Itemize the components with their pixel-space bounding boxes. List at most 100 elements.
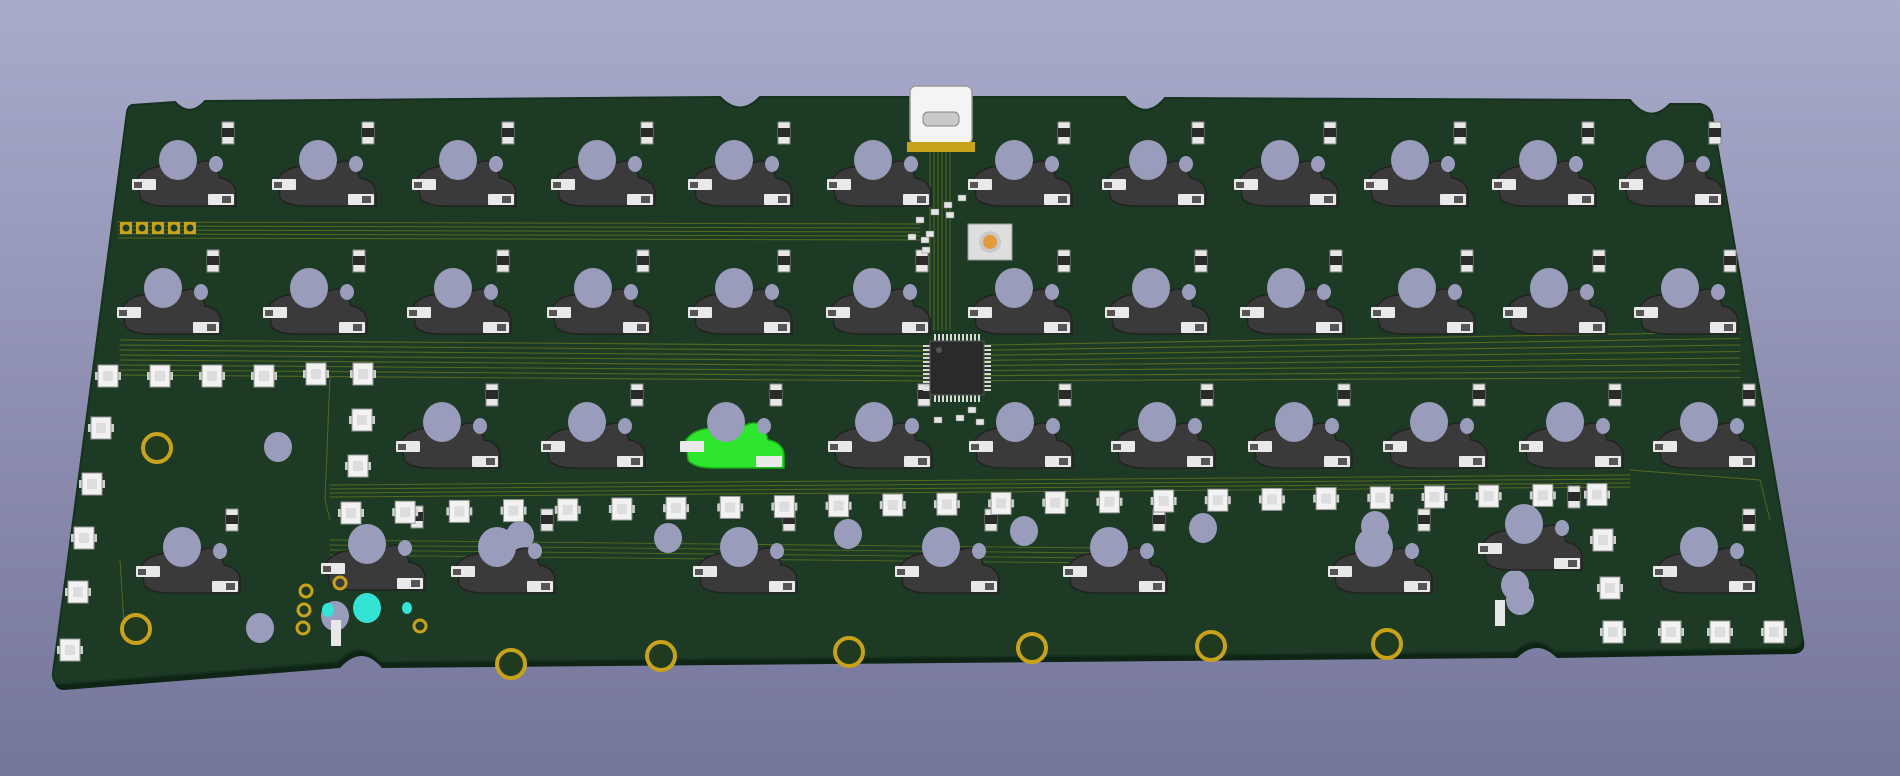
diode-body — [1418, 515, 1430, 524]
key-footprint[interactable] — [547, 249, 652, 335]
mcu-pin — [962, 334, 964, 342]
switch-center-hole — [439, 140, 477, 180]
switch-pin-hole — [1188, 418, 1202, 434]
pad-detail — [637, 324, 646, 331]
switch-pin-hole — [194, 284, 208, 300]
key-footprint[interactable] — [1383, 383, 1488, 469]
reset-button[interactable] — [967, 223, 1013, 261]
key-footprint[interactable] — [968, 121, 1073, 207]
key-footprint[interactable] — [1234, 121, 1339, 207]
key-footprint[interactable] — [1371, 249, 1476, 335]
key-footprint[interactable] — [321, 505, 426, 591]
pad-detail — [690, 182, 698, 188]
rgb-led — [1150, 489, 1177, 513]
key-footprint[interactable] — [1519, 383, 1624, 469]
mcu-pin — [954, 394, 956, 402]
mcu-pin — [934, 394, 936, 402]
key-footprint[interactable] — [551, 121, 656, 207]
led-lens — [1598, 535, 1608, 545]
rgb-led — [1597, 576, 1623, 600]
pad-detail — [1609, 458, 1618, 465]
led-lens — [833, 500, 844, 511]
key-footprint[interactable] — [541, 383, 646, 469]
key-footprint[interactable] — [396, 383, 501, 469]
key-footprint[interactable] — [272, 121, 377, 207]
rgb-led — [199, 364, 225, 388]
key-footprint[interactable] — [1653, 383, 1758, 469]
key-footprint[interactable] — [1492, 121, 1597, 207]
key-footprint[interactable] — [1111, 383, 1216, 469]
led-lens — [562, 504, 573, 515]
key-footprint[interactable] — [1102, 121, 1207, 207]
switch-pin-hole — [484, 284, 498, 300]
key-footprint[interactable] — [826, 249, 931, 335]
key-footprint[interactable] — [1240, 249, 1345, 335]
key-footprint[interactable] — [828, 383, 933, 469]
pad-detail — [778, 196, 787, 203]
key-footprint[interactable] — [1478, 485, 1583, 571]
key-footprint[interactable] — [1619, 121, 1724, 207]
key-footprint[interactable] — [1063, 508, 1168, 594]
pad-detail — [1065, 569, 1073, 575]
key-footprint[interactable] — [1653, 508, 1758, 594]
rgb-led — [303, 362, 329, 386]
key-footprint[interactable] — [263, 249, 368, 335]
board-components[interactable] — [120, 85, 1505, 646]
pad-detail — [1338, 458, 1347, 465]
switch-center-hole — [720, 527, 758, 567]
pad-detail — [134, 182, 142, 188]
usb-c-connector[interactable] — [907, 85, 975, 152]
key-footprint[interactable] — [1364, 121, 1469, 207]
diode-body — [1338, 390, 1350, 399]
key-footprint[interactable] — [412, 121, 517, 207]
smd-passive — [925, 230, 935, 238]
rgb-led — [349, 408, 375, 432]
highlighted-via — [322, 603, 334, 617]
key-footprint[interactable] — [1328, 508, 1433, 594]
key-footprint[interactable] — [136, 508, 241, 594]
switch-center-hole — [1261, 140, 1299, 180]
led-lens — [103, 371, 113, 381]
rgb-led — [1475, 484, 1502, 508]
mcu-pin — [978, 334, 980, 342]
led-lens — [207, 371, 217, 381]
key-footprint[interactable] — [1503, 249, 1608, 335]
rgb-led — [1584, 483, 1610, 507]
pad-detail — [1636, 310, 1644, 316]
key-footprint[interactable] — [827, 121, 932, 207]
qfp-mcu[interactable] — [923, 334, 991, 402]
switch-pin-hole — [1555, 520, 1569, 536]
switch-center-hole — [434, 268, 472, 308]
key-switch-footprints[interactable] — [117, 121, 1758, 594]
key-footprint-selected[interactable] — [680, 383, 785, 469]
pad-detail — [486, 458, 495, 465]
key-footprint[interactable] — [132, 121, 237, 207]
key-footprint[interactable] — [1634, 249, 1739, 335]
copper-trace — [1629, 469, 1771, 521]
pad-detail — [1743, 458, 1752, 465]
pad-detail — [411, 580, 420, 587]
diode-body — [641, 128, 653, 137]
rgb-led — [446, 499, 473, 523]
key-footprint[interactable] — [1248, 383, 1353, 469]
key-footprint[interactable] — [117, 249, 222, 335]
key-footprint[interactable] — [688, 249, 793, 335]
usb-port-opening — [922, 111, 960, 127]
led-lens — [1429, 492, 1440, 502]
key-footprint[interactable] — [1105, 249, 1210, 335]
key-footprint[interactable] — [968, 249, 1073, 335]
switch-pin-hole — [1441, 156, 1455, 172]
key-footprint[interactable] — [407, 249, 512, 335]
key-footprint[interactable] — [451, 508, 556, 594]
diode-body — [1709, 128, 1721, 137]
plated-hole — [1195, 630, 1227, 662]
key-footprint[interactable] — [688, 121, 793, 207]
switch-pin-hole — [1045, 284, 1059, 300]
switch-pin-hole — [473, 418, 487, 434]
key-footprint[interactable] — [969, 383, 1074, 469]
switch-center-hole — [922, 527, 960, 567]
key-footprint[interactable] — [895, 508, 1000, 594]
switch-center-hole — [715, 268, 753, 308]
